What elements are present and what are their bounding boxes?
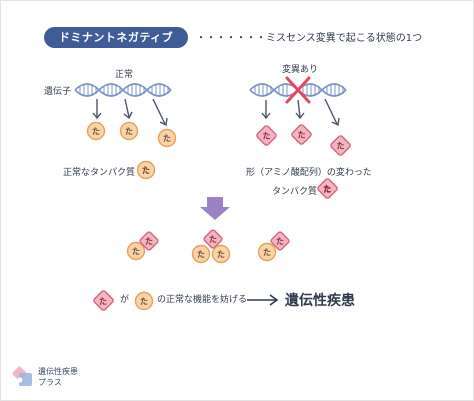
protein-complex: た た	[257, 231, 290, 262]
mutation-cross-icon	[285, 76, 311, 104]
protein-mutant: た	[256, 125, 277, 146]
legend-normal-char: た	[142, 166, 150, 175]
result-arrow-icon	[247, 294, 279, 306]
svg-text:た: た	[197, 249, 205, 259]
svg-text:た: た	[263, 247, 271, 257]
result-particle: が	[120, 295, 130, 305]
result-mutant-icon	[93, 290, 114, 311]
result-outcome: 遺伝性疾患	[285, 293, 355, 309]
mutant-protein-caption-line1: 形（アミノ酸配列）の変わった	[246, 168, 372, 178]
svg-text:た: た	[142, 165, 150, 175]
svg-text:た: た	[145, 236, 153, 246]
protein-complex: た た た	[191, 229, 231, 264]
normal-protein-caption: 正常なタンパク質	[63, 168, 136, 178]
protein-normal: た	[157, 128, 177, 148]
page-title: ドミナントネガティブ	[44, 27, 188, 48]
arrows-normal	[92, 98, 168, 127]
legend-mutant-char: た	[323, 185, 331, 194]
result-normal-icon	[134, 291, 154, 311]
svg-text:た: た	[132, 246, 140, 256]
brand-name-line2: プラス	[38, 378, 62, 387]
mutant-state-label: 変異あり	[282, 65, 319, 75]
svg-text:た: た	[209, 234, 217, 244]
protein-mutant: た	[330, 135, 351, 156]
svg-text:た: た	[125, 126, 133, 136]
mutant-protein-caption-line2: タンパク質	[272, 187, 318, 197]
svg-text:た: た	[276, 236, 284, 246]
svg-text:た: た	[217, 249, 225, 259]
protein-normal: た	[86, 121, 106, 141]
result-mutant-char: た	[99, 297, 107, 306]
gene-label: 遺伝子	[44, 87, 72, 97]
down-arrow-icon	[200, 197, 230, 220]
protein-normal: た	[119, 121, 139, 141]
subtitle: ・・・・・・・ミスセンス変異で起こる状態の1つ	[196, 33, 423, 44]
protein-mutant: た	[291, 124, 312, 145]
svg-text:た: た	[298, 130, 306, 140]
protein-complex: た た	[126, 231, 159, 261]
brand-logo-icon	[12, 366, 32, 386]
normal-state-label: 正常	[115, 70, 134, 80]
svg-text:た: た	[92, 126, 100, 136]
arrows-mutant	[261, 98, 340, 127]
brand-name-line1: 遺伝性疾患	[38, 367, 78, 376]
protein-mutant-legend: た	[317, 178, 338, 199]
result-normal-char: た	[140, 297, 148, 306]
svg-text:た: た	[337, 141, 345, 151]
svg-text:た: た	[263, 131, 271, 141]
svg-text:た: た	[163, 133, 171, 143]
dna-normal	[74, 83, 172, 97]
result-middle-text: の正常な機能を妨げる	[157, 295, 248, 305]
protein-normal-legend: た	[136, 160, 156, 180]
svg-text:た: た	[324, 184, 332, 194]
